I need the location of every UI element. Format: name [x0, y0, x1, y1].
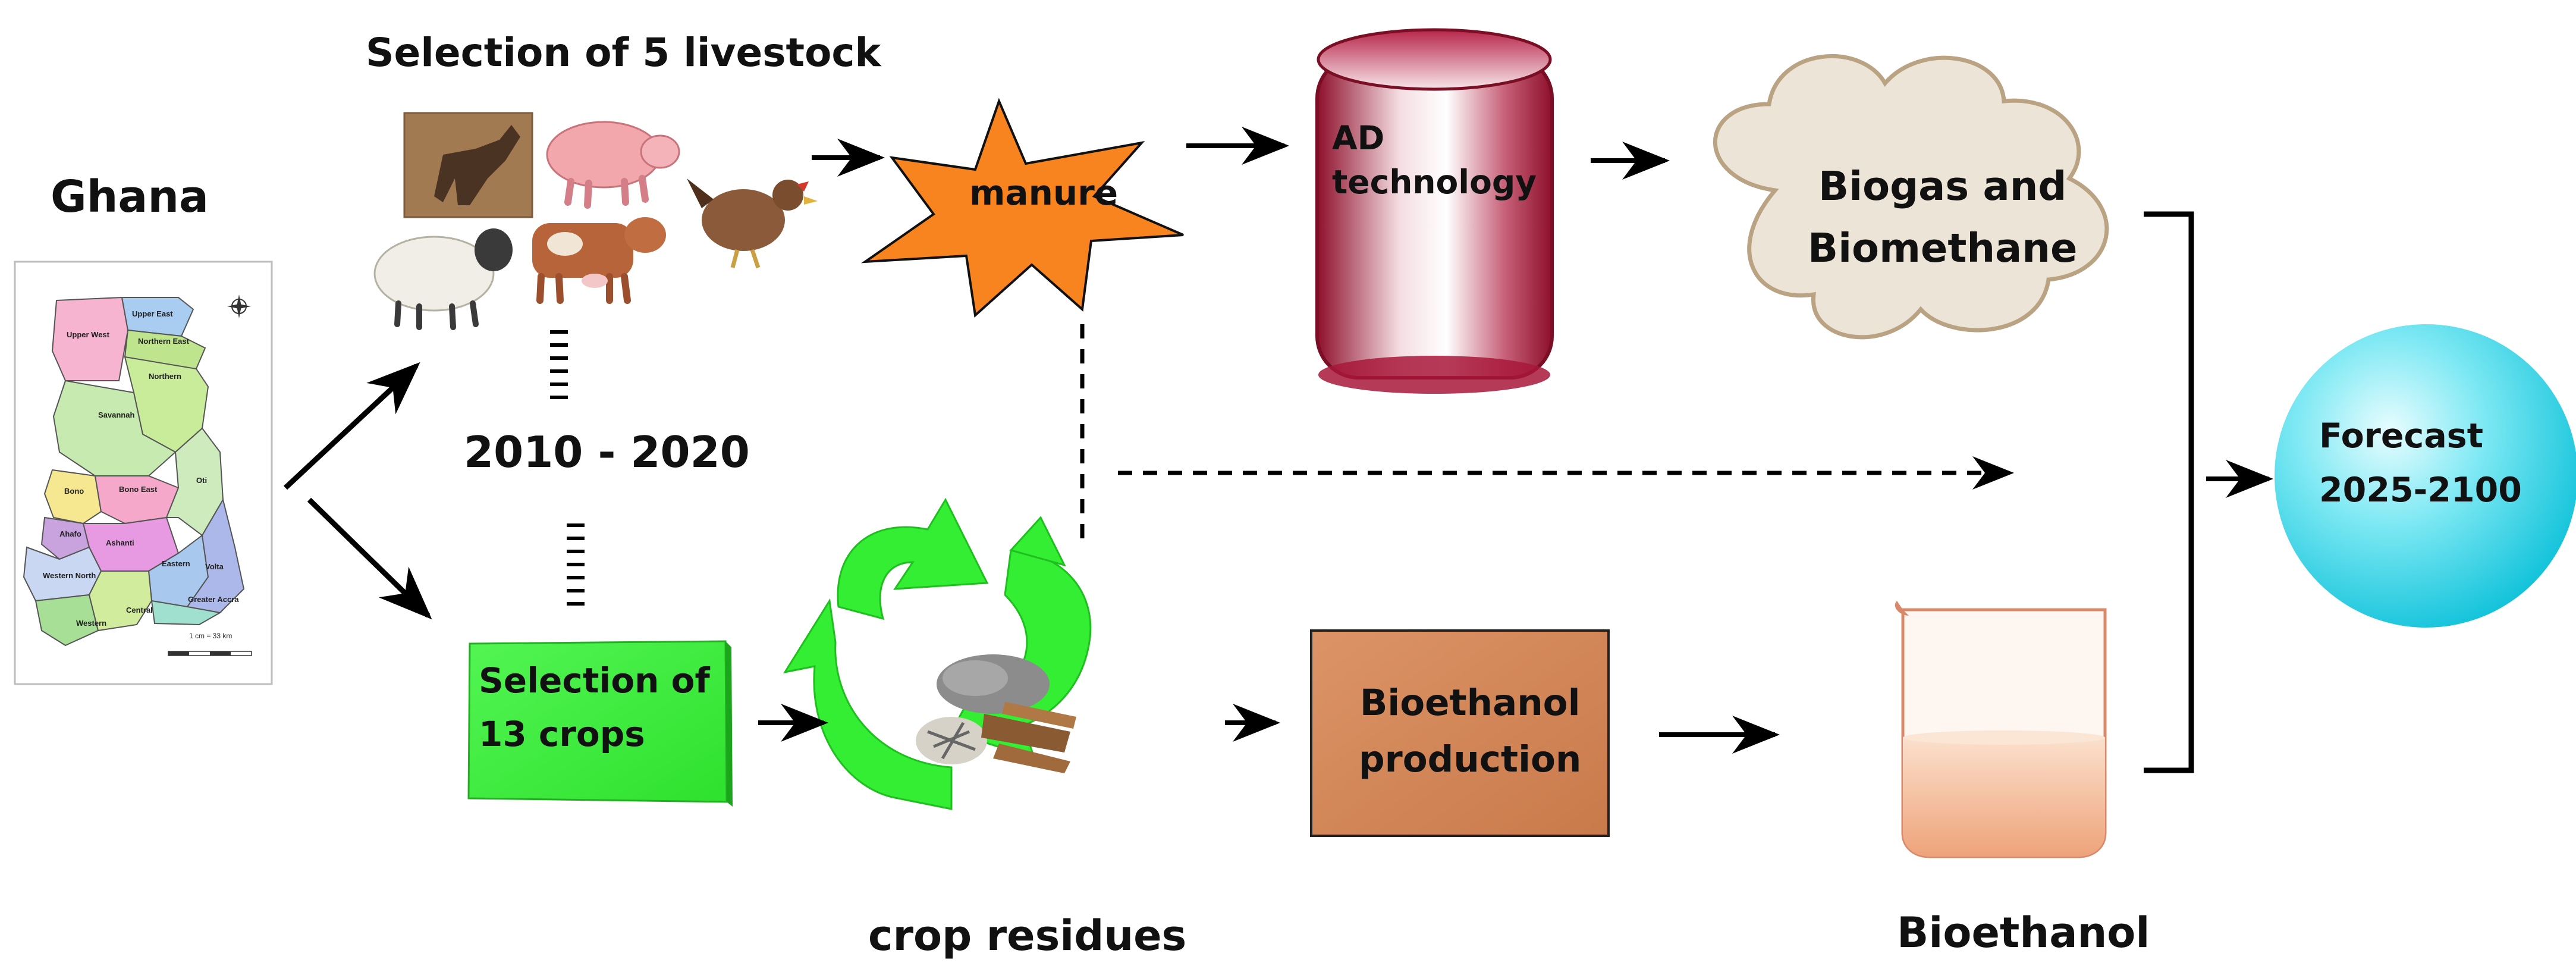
biogas-label-line1: Biogas and — [1818, 163, 2067, 209]
pig-icon — [546, 121, 680, 209]
map-scale-bar — [168, 651, 252, 656]
map-label-eastern: Eastern — [162, 559, 190, 568]
livestock-title: Selection of 5 livestock — [366, 30, 881, 76]
map-label-volta: Volta — [205, 562, 224, 571]
biogas-label: Biogas and Biomethane — [1808, 156, 2077, 280]
livestock-images — [373, 112, 818, 330]
crop-residues-label: crop residues — [868, 911, 1187, 960]
crop-residue-photo — [916, 654, 1076, 773]
map-label-bono-east: Bono East — [119, 485, 158, 494]
map-region-greater-accra — [150, 600, 222, 626]
crops-box — [467, 640, 733, 807]
biogas-label-line2: Biomethane — [1808, 224, 2078, 271]
arrow-ghana-to-crops — [307, 497, 432, 620]
manure-star — [861, 98, 1184, 318]
crops-label-line1: Selection of — [479, 660, 710, 701]
map-label-upper-west: Upper West — [67, 330, 109, 339]
manure-label: manure — [969, 173, 1119, 213]
biogas-cloud — [1713, 54, 2109, 340]
ad-tank — [1315, 28, 1554, 394]
ad-label-line2: technology — [1332, 163, 1537, 202]
forecast-sphere — [2275, 324, 2576, 628]
map-label-ahafo: Ahafo — [59, 529, 81, 538]
map-label-western: Western — [76, 619, 107, 628]
map-region-bono — [43, 469, 102, 525]
arrows — [283, 127, 2273, 754]
beaker-icon — [1895, 601, 2107, 858]
forecast-label-line1: Forecast — [2319, 416, 2483, 456]
merge-bracket — [2144, 211, 2194, 773]
ghana-map — [14, 261, 273, 685]
bioethanol-production-line2: production — [1359, 738, 1582, 780]
map-region-volta — [186, 498, 245, 614]
map-label-bono: Bono — [64, 487, 84, 496]
bioethanol-label: Bioethanol — [1897, 908, 2150, 957]
crops-label-line2: 13 crops — [479, 713, 645, 754]
bioethanol-production-line1: Bioethanol — [1359, 682, 1581, 724]
map-label-savannah: Savannah — [98, 410, 135, 419]
compass-icon — [227, 294, 251, 318]
map-label-ashanti: Ashanti — [106, 538, 134, 547]
map-label-central: Central — [126, 606, 153, 614]
crops-label: Selection of 13 crops — [479, 654, 710, 761]
goat-photo — [403, 112, 533, 218]
ad-label: AD technology — [1332, 116, 1537, 205]
cow-icon — [532, 217, 666, 304]
map-label-oti: Oti — [196, 476, 208, 485]
bioethanol-production-box — [1310, 629, 1610, 837]
map-scale-text: 1 cm = 33 km — [189, 632, 233, 640]
forecast-label: Forecast 2025-2100 — [2319, 409, 2522, 518]
period-dashes — [550, 330, 585, 607]
map-label-northern-east: Northern East — [138, 337, 189, 346]
arrow-ghana-to-livestock — [283, 362, 420, 490]
chicken-icon — [687, 178, 818, 269]
map-region-upper-west — [51, 296, 129, 381]
map-label-northern: Northern — [149, 372, 181, 381]
ghana-label: Ghana — [51, 171, 209, 222]
map-label-upper-east: Upper East — [132, 309, 173, 318]
map-label-greater-accra: Greater Accra — [188, 595, 239, 604]
sheep-icon — [373, 228, 513, 330]
map-region-upper-east — [121, 297, 194, 337]
bioethanol-production-label: Bioethanol production — [1359, 675, 1581, 788]
period-label: 2010 - 2020 — [464, 427, 750, 477]
forecast-label-line2: 2025-2100 — [2319, 471, 2522, 510]
map-label-western-north: Western North — [43, 571, 96, 580]
map-region-western — [34, 594, 99, 647]
ad-label-line1: AD — [1332, 119, 1385, 157]
